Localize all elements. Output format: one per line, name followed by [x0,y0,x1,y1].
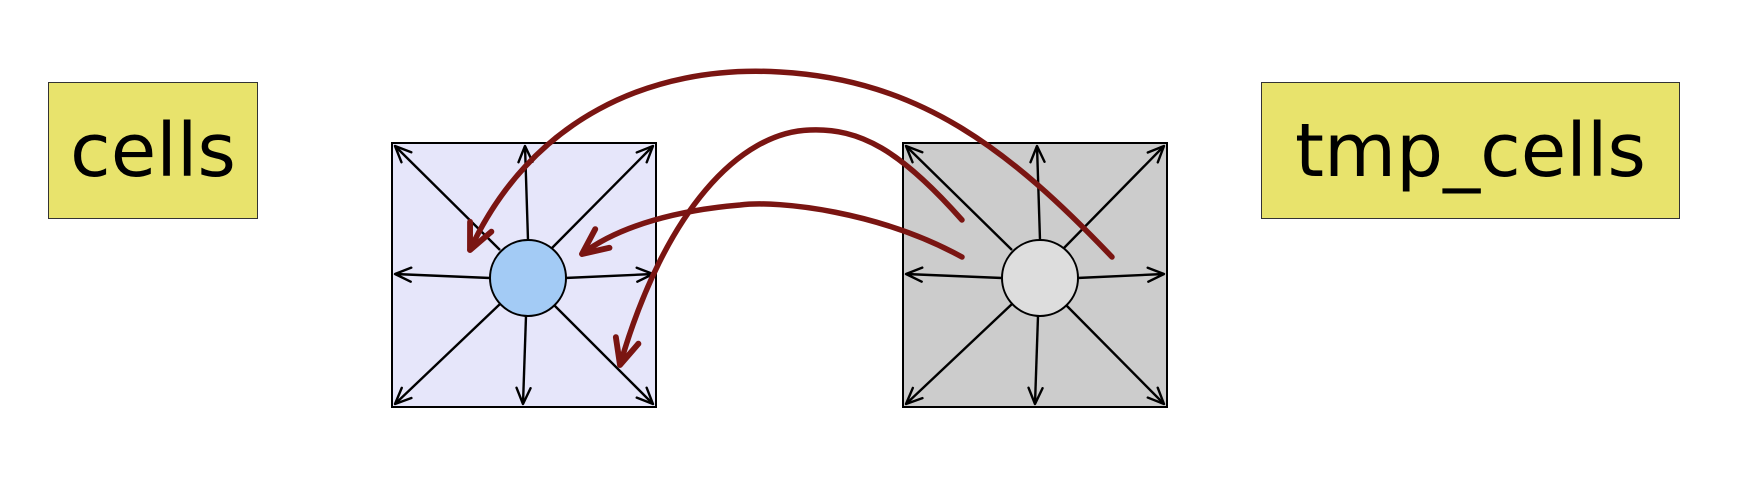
tmp-cells-label: tmp_cells [1295,107,1646,194]
source-arrow-e [564,266,655,283]
source-arrow-w [393,266,491,283]
target-lattice-cell [902,142,1168,408]
target-arrow-ne [1061,144,1166,251]
tmp-cells-label-box: tmp_cells [1261,82,1680,219]
target-arrow-n [1029,144,1046,241]
source-arrow-n [517,144,534,241]
transfer-arrow-inner [579,201,965,260]
transfer-arrow-outer [467,68,1115,260]
source-lattice-cell [391,142,657,408]
source-arrow-s [515,315,532,406]
target-arrow-s [1027,315,1044,406]
source-arrow-sw [393,303,501,406]
cells-label-box: cells [48,82,258,219]
target-arrow-w [904,266,1003,283]
source-arrow-se [552,303,655,406]
target-arrow-se [1064,303,1166,406]
transfer-arrow-middle [612,127,965,368]
source-arrow-ne [549,144,655,251]
target-direction-arrows [904,144,1166,406]
source-node [489,239,567,317]
target-arrow-nw [904,144,1013,251]
target-arrow-sw [904,303,1013,406]
transfer-arrows [467,68,1115,368]
cells-label: cells [70,107,236,194]
target-arrow-e [1076,266,1166,283]
target-node [1001,239,1079,317]
source-direction-arrows [393,144,655,406]
